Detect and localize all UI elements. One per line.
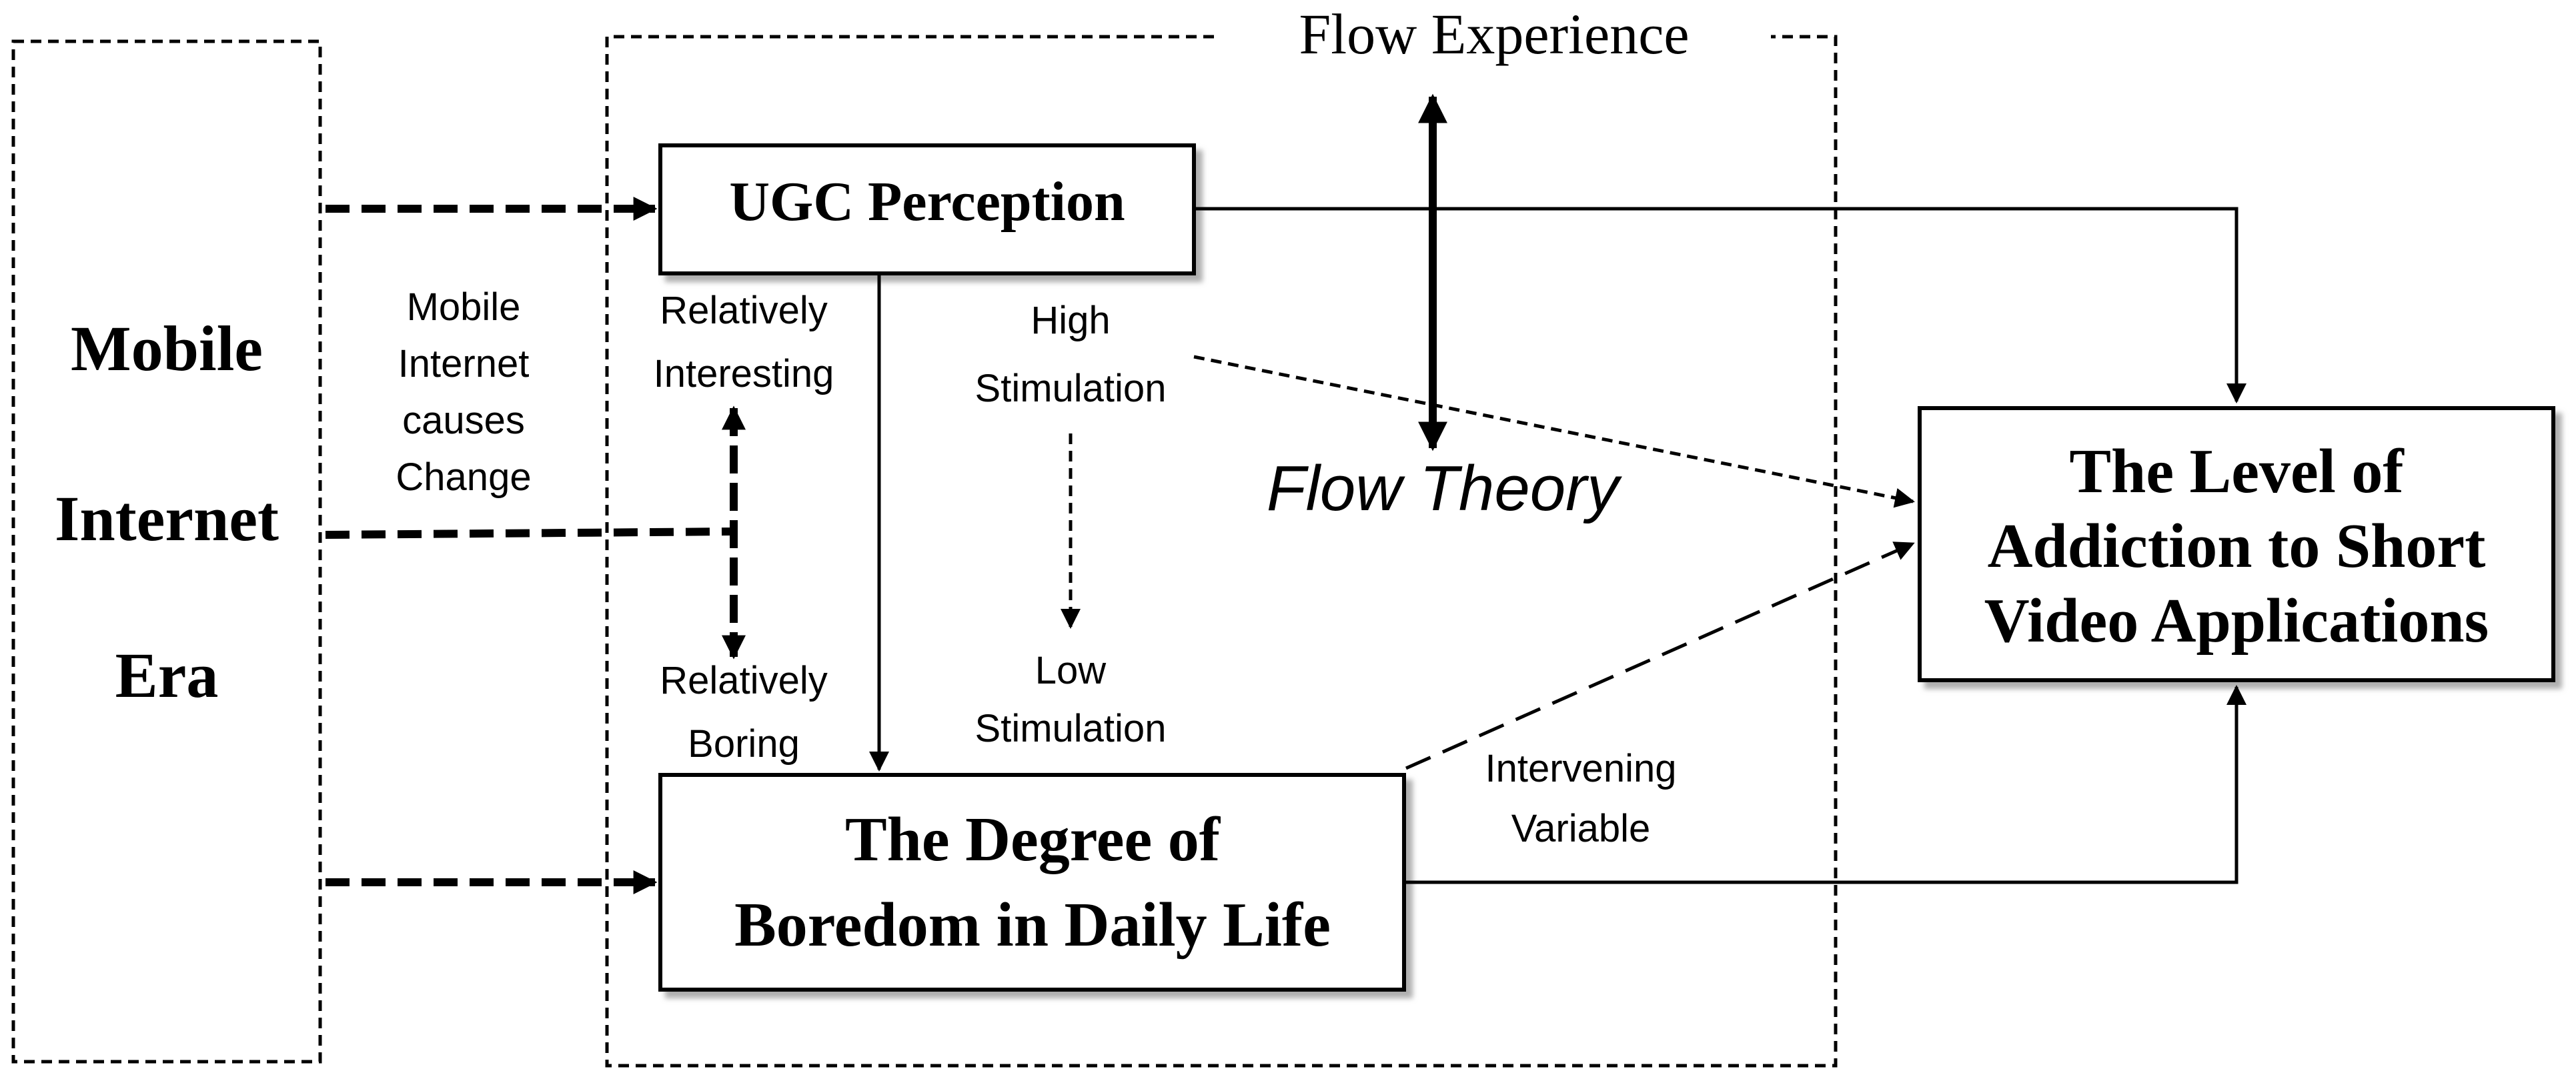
boredom-box: The Degree of Boredom in Daily Life [658,773,1406,992]
svg-text:Stimulation: Stimulation [975,367,1167,410]
boredom-to-addiction-arrow [1405,685,2246,884]
boredom-label-line2: Boredom in Daily Life [734,890,1331,960]
low-stimulation-label: Low Stimulation [975,649,1167,750]
mobile-internet-era-panel: Mobile Internet Era [11,39,322,1064]
era-to-interest-connector [325,527,733,539]
ugc-perception-label: UGC Perception [729,171,1125,233]
addiction-label-line3: Video Applications [1984,586,2489,656]
svg-text:Internet: Internet [398,342,530,385]
era-label-line3: Era [115,640,219,711]
relatively-interesting-label: Relatively Interesting [654,289,834,395]
svg-text:Change: Change [396,455,531,499]
svg-text:High: High [1031,299,1110,342]
flow-theory-label: Flow Theory [1267,453,1622,524]
ugc-to-addiction-arrow [1195,207,2246,403]
svg-text:Boring: Boring [688,722,800,766]
flow-experience-frame: Flow Experience [605,2,1838,1068]
addiction-label-line2: Addiction to Short [1988,511,2486,581]
addiction-box: The Level of Addiction to Short Video Ap… [1918,406,2555,682]
mobile-change-label: Mobile Internet causes Change [396,285,531,499]
high-stimulation-label: High Stimulation [975,299,1167,410]
intervening-variable-arrow [1405,541,1915,770]
boredom-label-line1: The Degree of [845,805,1221,874]
stimulation-to-addiction-arrow [1193,355,1915,508]
svg-text:Interesting: Interesting [654,352,834,395]
flow-experience-title: Flow Experience [1299,2,1689,66]
svg-text:Intervening: Intervening [1485,747,1677,790]
era-label-line2: Internet [55,483,279,554]
addiction-label-line1: The Level of [2069,437,2405,506]
svg-text:Relatively: Relatively [660,659,827,702]
svg-text:Relatively: Relatively [660,289,827,332]
intervening-variable-label: Intervening Variable [1485,747,1677,850]
svg-text:causes: causes [402,399,525,442]
relatively-boring-label: Relatively Boring [660,659,827,766]
era-label-line1: Mobile [71,313,263,384]
svg-text:Mobile: Mobile [407,285,521,329]
svg-text:Variable: Variable [1511,807,1651,850]
svg-text:Low: Low [1035,649,1107,692]
svg-text:Stimulation: Stimulation [975,707,1167,750]
ugc-perception-box: UGC Perception [658,143,1196,275]
